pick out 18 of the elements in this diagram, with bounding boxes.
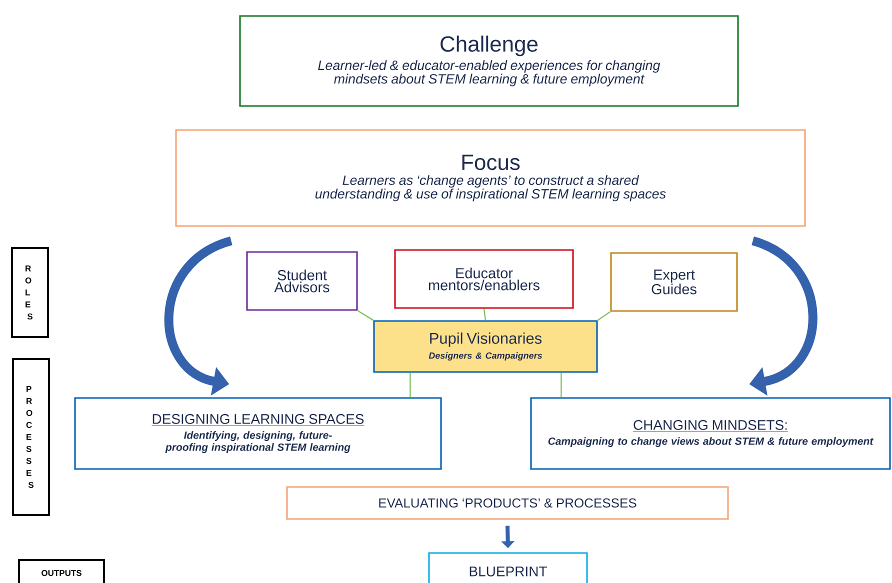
- connector-line: [483, 308, 486, 320]
- output-box: BLUEPRINT: [428, 552, 588, 583]
- challenge-box: Challenge Learner-led & educator-enabled experiences for changing mindsets about STEM learning & future employment: [239, 15, 739, 107]
- section-label: PROCESSES: [12, 358, 50, 516]
- pupil-box: Pupil Visionaries Designers & Campaigners: [373, 320, 598, 373]
- connector-line: [410, 372, 411, 398]
- section-label: OUTPUTS: [18, 559, 105, 583]
- role-box: Student Advisors: [246, 251, 358, 311]
- evaluation-box: EVALUATING ‘PRODUCTS’ & PROCESSES: [286, 486, 729, 520]
- role-box: Educator mentors/enablers: [394, 249, 574, 309]
- process-box: CHANGING MINDSETS: Campaigning to change views about STEM & future employment: [530, 397, 891, 470]
- focus-box: Focus Learners as ‘change agents’ to construct a shared understanding & use of inspirational STEM learning spaces: [175, 129, 806, 227]
- section-label: ROLES: [11, 247, 49, 338]
- connector-line: [560, 372, 562, 398]
- connector-line: [358, 310, 374, 321]
- process-box: DESIGNING LEARNING SPACES Identifying, designing, future-proofing inspirational STEM learning: [74, 397, 442, 470]
- role-box: Expert Guides: [610, 252, 738, 312]
- connector-line: [597, 311, 611, 321]
